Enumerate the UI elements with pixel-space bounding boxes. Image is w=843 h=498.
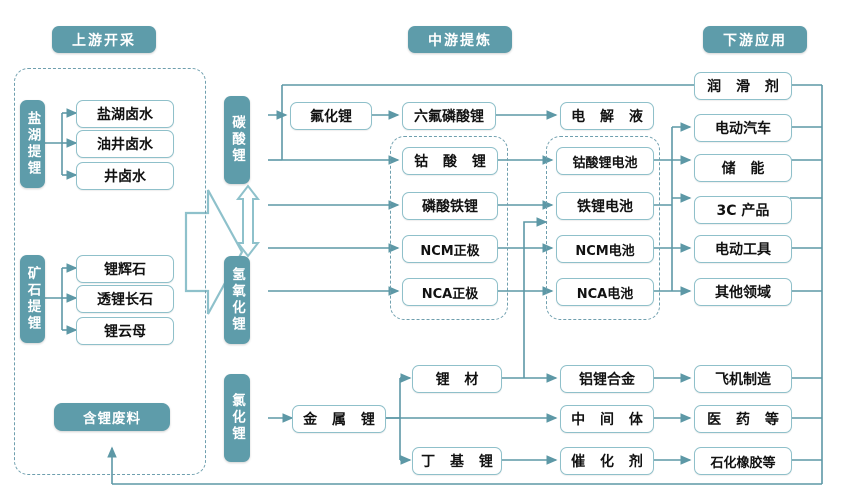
header-upstream: 上游开采	[52, 26, 156, 53]
box-petrochemical-rubber[interactable]: 石化橡胶等	[694, 447, 792, 475]
box-ncm-cathode[interactable]: NCM正极	[402, 235, 498, 263]
box-lithium-fluoride[interactable]: 氟化锂	[290, 102, 372, 130]
box-oil-well-brine[interactable]: 油井卤水	[76, 130, 174, 158]
tab-lithium-carbonate[interactable]: 碳酸锂	[224, 96, 250, 184]
box-lco-battery[interactable]: 钴酸锂电池	[556, 147, 654, 175]
box-electrolyte[interactable]: 电 解 液	[560, 102, 654, 130]
box-spodumene[interactable]: 锂辉石	[76, 255, 174, 283]
tab-brine-extraction[interactable]: 盐湖提锂	[20, 100, 45, 188]
box-lithium-cobalt-oxide[interactable]: 钴 酸 锂	[402, 147, 498, 175]
box-salt-lake-brine[interactable]: 盐湖卤水	[76, 100, 174, 128]
tab-ore-extraction[interactable]: 矿石提锂	[20, 255, 45, 343]
box-intermediate[interactable]: 中 间 体	[560, 405, 654, 433]
cathode-dashed-container	[390, 136, 508, 320]
header-midstream: 中游提炼	[408, 26, 512, 53]
box-pharmaceuticals[interactable]: 医 药 等	[694, 405, 792, 433]
box-well-brine[interactable]: 井卤水	[76, 162, 174, 190]
box-nca-cathode[interactable]: NCA正极	[402, 278, 498, 306]
header-downstream: 下游应用	[703, 26, 807, 53]
box-lithium-metal[interactable]: 金 属 锂	[292, 405, 386, 433]
upstream-dashed-container	[14, 68, 206, 475]
box-aluminum-lithium-alloy[interactable]: 铝锂合金	[560, 365, 654, 393]
box-power-tools[interactable]: 电动工具	[694, 235, 792, 263]
box-lithium-material[interactable]: 锂 材	[412, 365, 502, 393]
box-energy-storage[interactable]: 储 能	[694, 154, 792, 182]
chip-lithium-waste[interactable]: 含锂废料	[54, 403, 170, 431]
box-3c-products[interactable]: 3C 产品	[694, 196, 792, 224]
box-lithium-iron-phosphate[interactable]: 磷酸铁锂	[402, 192, 498, 220]
box-lubricant[interactable]: 润 滑 剂	[694, 72, 792, 100]
box-lepidolite[interactable]: 锂云母	[76, 317, 174, 345]
box-other-fields[interactable]: 其他领域	[694, 278, 792, 306]
box-catalyst[interactable]: 催 化 剂	[560, 447, 654, 475]
box-lfp-battery[interactable]: 铁锂电池	[556, 192, 654, 220]
battery-dashed-container	[546, 136, 660, 320]
box-butyllithium[interactable]: 丁 基 锂	[412, 447, 502, 475]
box-nca-battery[interactable]: NCA电池	[556, 278, 654, 306]
box-aircraft-manufacturing[interactable]: 飞机制造	[694, 365, 792, 393]
box-petalite[interactable]: 透锂长石	[76, 285, 174, 313]
box-lithium-hexafluorophosphate[interactable]: 六氟磷酸锂	[402, 102, 496, 130]
box-ncm-battery[interactable]: NCM电池	[556, 235, 654, 263]
tab-lithium-chloride[interactable]: 氯化锂	[224, 374, 250, 462]
box-electric-vehicle[interactable]: 电动汽车	[694, 114, 792, 142]
tab-lithium-hydroxide[interactable]: 氢氧化锂	[224, 256, 250, 344]
